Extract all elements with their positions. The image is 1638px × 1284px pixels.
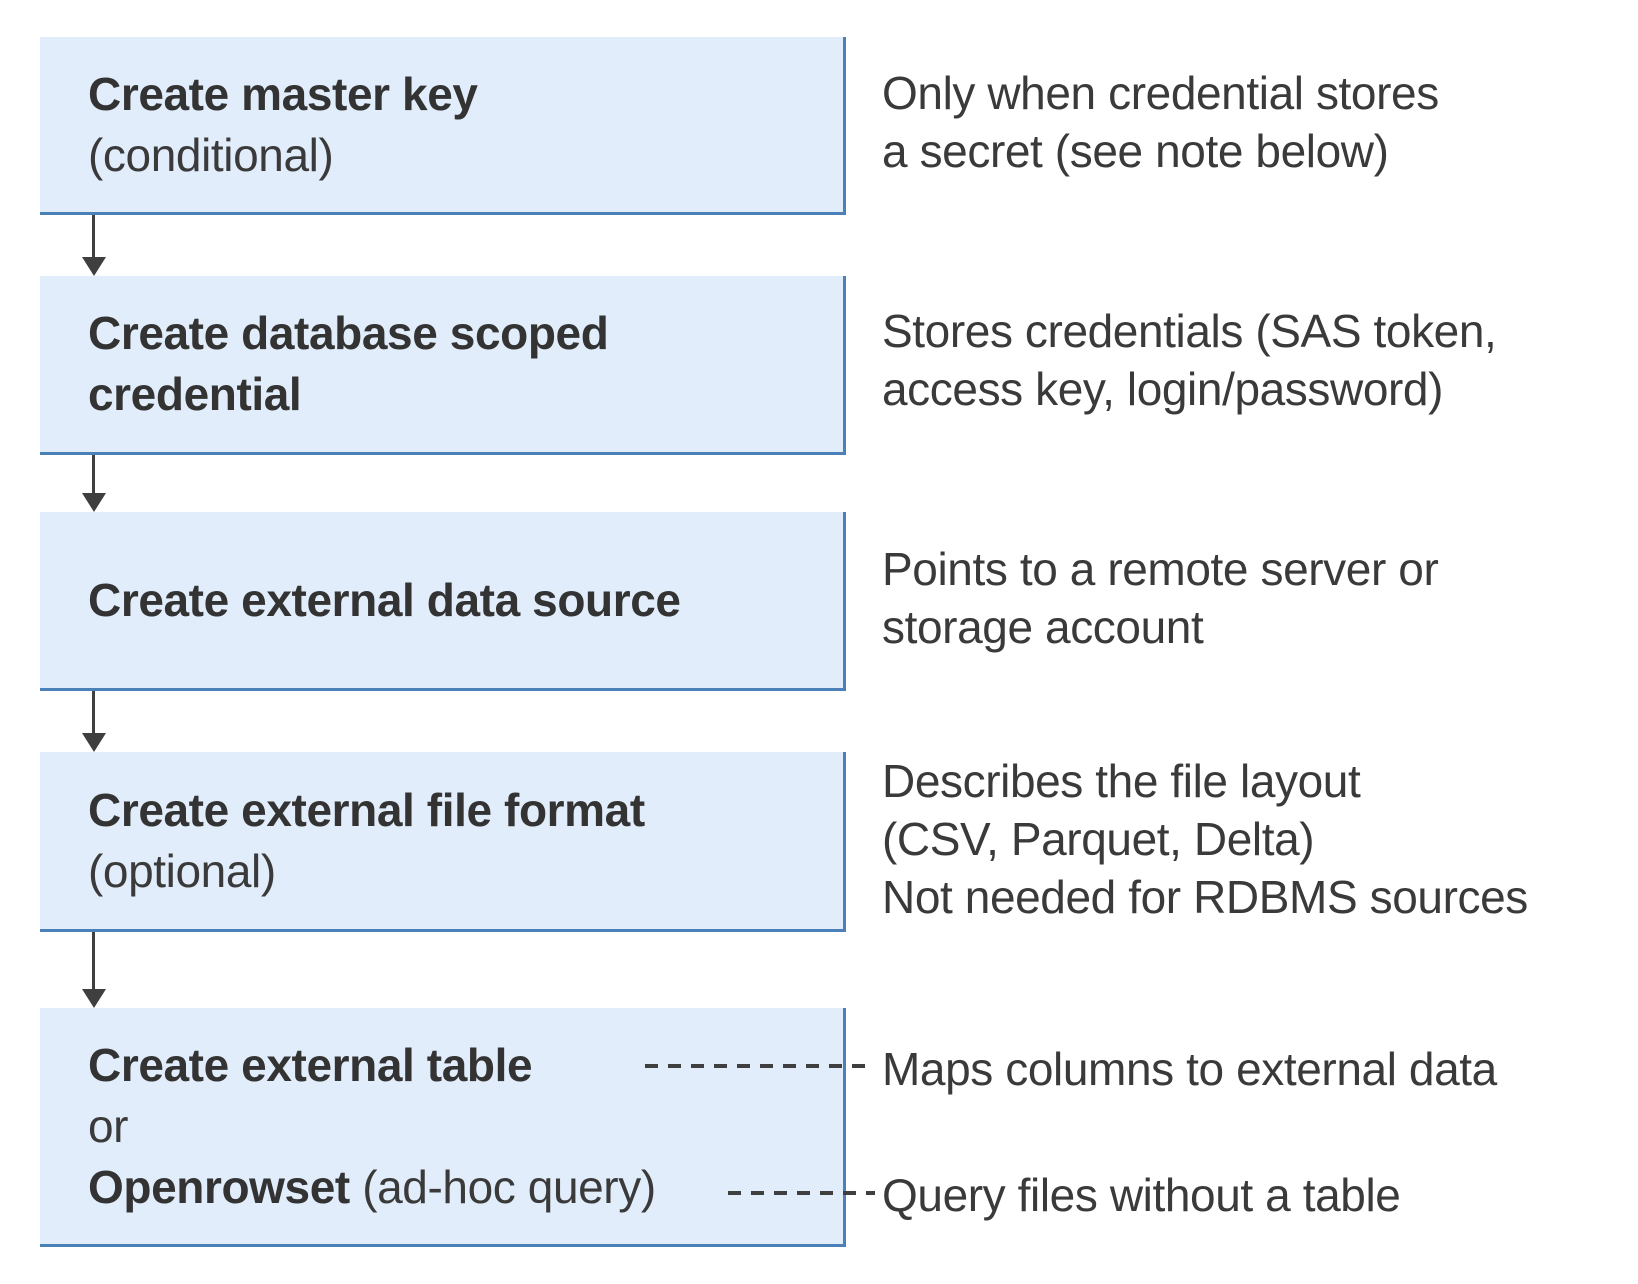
arrow-shaft <box>92 215 95 257</box>
step-subtitle: (optional) <box>88 844 276 897</box>
step-note: Query files without a table <box>882 1166 1401 1224</box>
step-subtitle: (conditional) <box>88 128 334 181</box>
note-line: (CSV, Parquet, Delta) <box>882 813 1315 865</box>
step-note: Describes the file layout (CSV, Parquet,… <box>882 752 1528 926</box>
down-arrow-connector <box>81 691 107 752</box>
note-line: Maps columns to external data <box>882 1043 1497 1095</box>
note-line: Points to a remote server or <box>882 543 1439 595</box>
arrow-shaft <box>92 932 95 989</box>
alt-step-title-line: Openrowset (ad-hoc query) <box>88 1157 827 1218</box>
alt-step-title: Openrowset <box>88 1160 350 1213</box>
note-line: Only when credential stores <box>882 67 1439 119</box>
alt-step-suffix: (ad-hoc query) <box>349 1160 656 1213</box>
or-label: or <box>88 1099 129 1152</box>
step-box-scoped-credential: Create database scoped credential <box>40 276 846 455</box>
step-box-external-file-format: Create external file format (optional) <box>40 752 846 932</box>
step-note: Stores credentials (SAS token, access ke… <box>882 302 1497 418</box>
down-arrow-connector <box>81 215 107 276</box>
down-arrow-connector <box>81 455 107 512</box>
step-box-external-data-source: Create external data source <box>40 512 846 691</box>
step-title: Create master key <box>88 67 478 120</box>
note-line: Not needed for RDBMS sources <box>882 871 1528 923</box>
step-title: Create external data source <box>88 573 681 626</box>
dashed-connector <box>728 1191 875 1195</box>
step-title: Create external table <box>88 1038 533 1091</box>
step-title: Create database scoped credential <box>88 307 609 420</box>
note-line: access key, login/password) <box>882 363 1444 415</box>
note-line: Describes the file layout <box>882 755 1361 807</box>
step-box-master-key: Create master key (conditional) <box>40 37 846 215</box>
step-box-external-table: Create external table or Openrowset (ad-… <box>40 1008 846 1247</box>
arrow-head-icon <box>82 989 106 1008</box>
step-note: Points to a remote server or storage acc… <box>882 540 1439 656</box>
arrow-shaft <box>92 691 95 733</box>
note-line: a secret (see note below) <box>882 125 1389 177</box>
step-note: Only when credential stores a secret (se… <box>882 64 1439 180</box>
arrow-shaft <box>92 455 95 493</box>
step-note: Maps columns to external data <box>882 1040 1497 1098</box>
down-arrow-connector <box>81 932 107 1008</box>
arrow-head-icon <box>82 493 106 512</box>
note-line: storage account <box>882 601 1204 653</box>
step-title: Create external file format <box>88 783 645 836</box>
arrow-head-icon <box>82 257 106 276</box>
dashed-connector <box>645 1064 875 1068</box>
note-line: Stores credentials (SAS token, <box>882 305 1497 357</box>
arrow-head-icon <box>82 733 106 752</box>
note-line: Query files without a table <box>882 1169 1401 1221</box>
